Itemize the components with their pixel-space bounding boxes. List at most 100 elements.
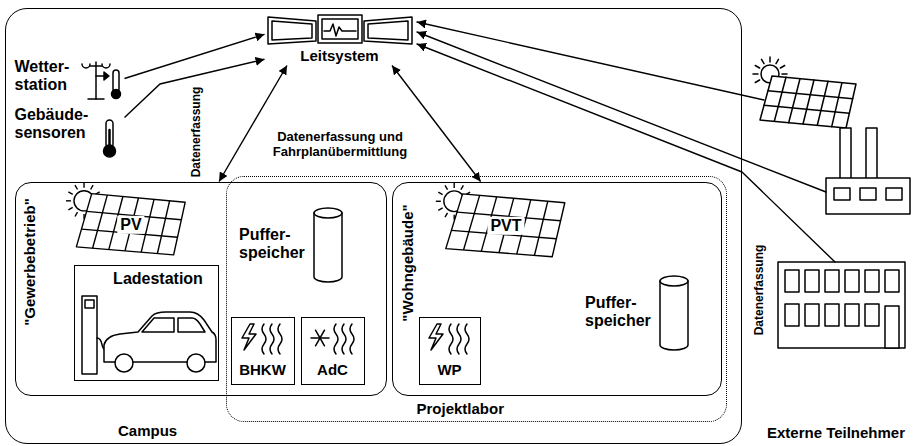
connector-arrow — [392, 66, 481, 182]
office-building-icon — [825, 304, 839, 326]
external-pv-icon — [803, 80, 814, 124]
node-label: WP — [437, 361, 461, 378]
car-charging-icon — [187, 354, 205, 372]
sensor-group: Wetter- station — [15, 56, 125, 102]
unit-box: BHKW — [231, 317, 295, 385]
external-pv-icon — [764, 105, 849, 113]
external-pv-icon — [762, 59, 765, 63]
thermometer-icon — [104, 145, 116, 157]
weather-station-icon — [82, 64, 90, 68]
node-label: BHKW — [239, 361, 286, 378]
sun-ray — [445, 213, 448, 217]
monitor-icon — [322, 19, 358, 39]
sun-ray — [75, 185, 78, 189]
buffer-tank: Puffer- speicher — [237, 203, 343, 287]
heat-pump-icon — [457, 324, 461, 354]
factory-icon — [860, 188, 876, 200]
external-pv-icon — [782, 73, 787, 75]
monitor-icon — [324, 24, 356, 36]
chiller-icon — [311, 324, 354, 354]
chp-icon — [262, 324, 266, 354]
factory-icon — [834, 188, 850, 200]
data-line — [417, 22, 764, 100]
residential-region: "Wohngebäude"PVTWPPuffer- speicher — [392, 182, 722, 396]
office-building-icon — [845, 304, 859, 326]
office-building-icon — [805, 270, 819, 292]
node-label: PVT — [487, 217, 524, 235]
monitor-icon — [268, 17, 316, 44]
monitor-icon — [268, 15, 412, 44]
monitor-icon — [364, 17, 412, 44]
solar-panel-outline — [436, 183, 565, 257]
data-line — [417, 44, 835, 262]
weather-station-icon — [113, 70, 119, 92]
external-pv-icon — [760, 76, 856, 128]
office-building-icon — [778, 262, 905, 348]
campus-region: CampusLeitsystemWetter- stationGebäude- … — [5, 8, 742, 444]
office-building-icon — [845, 270, 859, 292]
panel-grid — [534, 201, 547, 255]
factory-icon — [826, 128, 910, 214]
external-pv-icon — [768, 91, 853, 99]
external-pv-icon — [832, 83, 842, 127]
panel-grid — [157, 201, 169, 254]
office-building-icon — [885, 270, 899, 292]
sun-ray — [436, 201, 441, 202]
external-pv-icon — [755, 66, 759, 69]
sun-ray — [461, 185, 464, 189]
buffer-tank: Puffer- speicher — [583, 271, 689, 355]
external-pv-icon — [753, 57, 856, 128]
external-pv-icon — [774, 77, 786, 121]
factory-icon — [840, 128, 851, 180]
annotation-label: Datenerfassung — [190, 87, 204, 178]
weather-station-icon — [82, 62, 121, 99]
node-label: Ladestation — [113, 270, 203, 288]
chp-icon — [242, 324, 256, 350]
sun-ray — [68, 207, 72, 210]
node-label: Projektlabor — [417, 400, 505, 417]
buffer-tank-icon — [314, 213, 342, 282]
heat-pump-icon — [429, 324, 443, 350]
sun-ray — [68, 192, 72, 195]
panel-frame — [446, 194, 565, 257]
car-charging-icon — [82, 296, 216, 374]
buffer-tank-icon — [660, 281, 688, 350]
office-building-icon — [785, 270, 799, 292]
sun-ray — [438, 208, 442, 211]
chp-icon — [278, 324, 282, 354]
external-pv-icon — [753, 73, 758, 75]
office-building-icon — [778, 262, 905, 348]
monitor-icon — [272, 21, 312, 40]
monitor-icon — [368, 21, 408, 40]
node-label: AdC — [317, 361, 348, 378]
data-line — [417, 22, 835, 262]
weather-station-icon — [95, 62, 97, 99]
annotation-label: Externe Teilnehmer — [767, 424, 905, 441]
office-building-icon — [865, 304, 879, 326]
factory-icon — [826, 178, 910, 214]
annotation-label: Datenerfassung — [753, 245, 767, 336]
buffer-tank-icon — [314, 208, 342, 282]
panel-grid — [464, 195, 480, 250]
annotation-label: Datenerfassung und Fahrplanübermittlung — [252, 130, 428, 160]
node-label: Puffer- speicher — [585, 294, 657, 331]
weather-station-icon — [102, 64, 110, 68]
connector-arrow — [219, 66, 287, 182]
chiller-icon — [316, 330, 325, 346]
buffer-tank-icon — [660, 276, 688, 350]
buffer-tank-icon — [660, 276, 688, 286]
solar-panel: PVT — [429, 185, 569, 259]
chp-icon — [270, 324, 274, 354]
connector-arrow — [125, 34, 265, 78]
weather-station-icon — [112, 90, 121, 99]
office-building-icon — [825, 270, 839, 292]
sun-ray — [75, 212, 78, 216]
control-system: Leitsystem — [265, 14, 415, 66]
office-building-icon — [805, 304, 819, 326]
buffer-tank-icon — [314, 208, 342, 218]
office-building-icon — [885, 306, 899, 348]
office-building-icon — [865, 270, 879, 292]
node-label: Puffer- speicher — [239, 226, 311, 263]
sun-ray — [445, 185, 448, 189]
